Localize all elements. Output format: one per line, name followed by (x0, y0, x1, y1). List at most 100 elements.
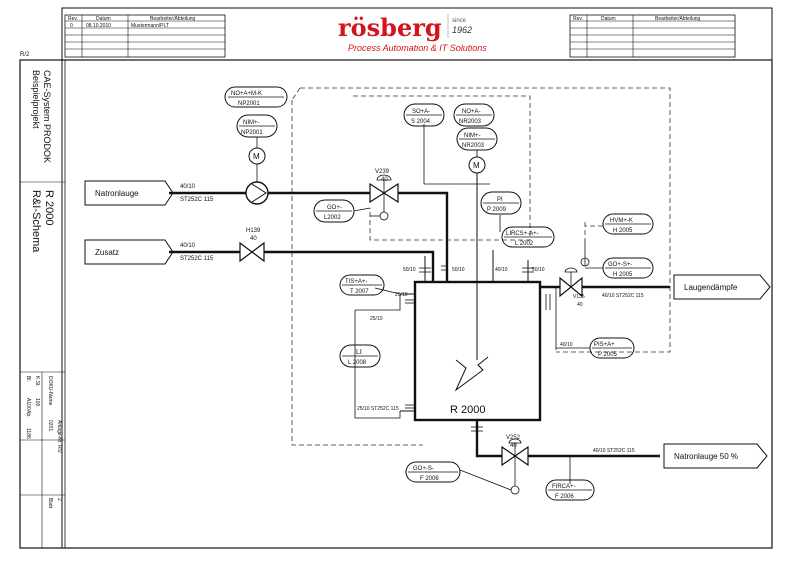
editor-col-header: Bearbeiter/Abteilung (150, 16, 196, 22)
heating-coil (454, 356, 489, 392)
pump (245, 181, 269, 205)
date-cell: 08.10.2010 (86, 23, 111, 29)
instrument-p2005: PIS+A+ P 2005 (589, 337, 635, 359)
rev-col-header: Rev. (573, 16, 583, 22)
company-logo: rösberg since 1962 Process Automation & … (338, 13, 487, 53)
svg-text:T 2007: T 2007 (350, 289, 369, 295)
svg-text:NR2003: NR2003 (459, 119, 482, 125)
instrument-h2005-hvm: HVM+-K H 2005 (602, 213, 654, 235)
logo-since: since (452, 18, 467, 24)
svg-text:40/10: 40/10 (495, 267, 508, 273)
svg-text:50/10: 50/10 (403, 267, 416, 273)
svg-text:L2002: L2002 (324, 215, 341, 221)
logo-wordmark: rösberg (338, 13, 442, 42)
svg-text:40/10: 40/10 (180, 243, 196, 249)
doc-type: R&I-Schema (30, 190, 42, 253)
svg-text:Bl.: Bl. (25, 376, 31, 382)
svg-text:NIM+-: NIM+- (464, 133, 481, 139)
svg-text:25/10: 25/10 (395, 292, 408, 298)
rev-col-header: Rev. (68, 16, 78, 22)
svg-text:40: 40 (577, 302, 583, 308)
svg-text:S 2004: S 2004 (411, 119, 431, 125)
outlet-flag-laugendaempfe (673, 274, 771, 300)
svg-text:A100: A100 (25, 398, 31, 410)
svg-text:0201: 0201 (47, 420, 53, 431)
svg-text:L 2008: L 2008 (348, 360, 367, 366)
control-valve-v135 (559, 240, 590, 298)
instrument-l2002-lircs: LIRCS+-A+- L 2002 (501, 226, 555, 248)
instrument-p2009: PI P 2009 (480, 191, 522, 215)
svg-text:V252: V252 (506, 435, 521, 441)
svg-text:GO+-S+-: GO+-S+- (608, 262, 632, 268)
inlet-flag-zusatz (84, 239, 174, 265)
instrument-f2006-go: GO+-S- F 2006 (405, 461, 461, 483)
svg-text:PI: PI (497, 197, 503, 203)
dashed-signal-outer-top (300, 87, 671, 353)
svg-text:1186: 1186 (25, 428, 31, 439)
vessel-label: R 2000 (450, 404, 485, 416)
editor-cell: Mustermann/PLT (131, 23, 169, 29)
dashed-signal-inner (353, 95, 531, 241)
svg-text:40: 40 (510, 443, 517, 449)
svg-text:LI: LI (356, 349, 362, 356)
svg-text:40: 40 (250, 236, 257, 242)
svg-text:NO+A+M-K: NO+A+M-K (231, 91, 262, 97)
system-name: CAE-System PRODOK (42, 70, 52, 163)
inlet-label-natronlauge: Natronlauge (95, 189, 139, 198)
outlet-label-natronlauge-50: Natronlauge 50 % (674, 452, 738, 461)
svg-text:NP2001: NP2001 (238, 101, 260, 107)
svg-text:NP2001: NP2001 (241, 130, 263, 136)
instrument-nim-np2001: NIM+- NP2001 (236, 114, 278, 138)
bottom-outlet-pipe (475, 420, 502, 458)
svg-text:GO+-S-: GO+-S- (413, 466, 434, 472)
svg-text:L 2002: L 2002 (515, 241, 534, 247)
svg-text:40: 40 (381, 177, 388, 183)
svg-text:P 2009: P 2009 (487, 207, 507, 213)
svg-text:PIS+A+: PIS+A+ (594, 342, 615, 348)
svg-text:40/10: 40/10 (560, 342, 573, 348)
svg-text:DOKU-Name: DOKU-Name (47, 376, 53, 406)
editor-col-header: Bearbeiter/Abteilung (655, 16, 701, 22)
svg-text:40/10 ST252C 115: 40/10 ST252C 115 (593, 448, 635, 454)
date-col-header: Datum (96, 16, 111, 22)
svg-text:40/10 ST252C 115: 40/10 ST252C 115 (602, 293, 644, 299)
svg-text:Ab.: Ab. (25, 410, 31, 418)
svg-text:M: M (253, 152, 260, 161)
svg-text:40/10: 40/10 (180, 184, 196, 190)
vessel-nozzles: 50/10 50/10 40/10 50/10 (403, 250, 545, 282)
corner-label: R/2 (20, 52, 30, 58)
revision-table-left: Rev. Datum Bearbeiter/Abteilung 0 08.10.… (64, 14, 226, 58)
svg-text:50/10: 50/10 (532, 267, 545, 273)
svg-text:P 2005: P 2005 (598, 352, 618, 358)
outlet-flag-natronlauge-50 (663, 443, 768, 469)
instrument-nr2003: NO+A- NR2003 (453, 103, 495, 127)
control-valve-v252 (501, 438, 529, 495)
svg-text:GO+-: GO+- (327, 205, 342, 211)
svg-text:2: 2 (56, 498, 62, 501)
project-name: Beispielprojekt (31, 70, 41, 129)
instrument-np2001: NO+A+M-K NP2001 (224, 86, 288, 108)
date-col-header: Datum (601, 16, 616, 22)
logo-year: 1962 (452, 25, 472, 35)
svg-text:HVM+-K: HVM+-K (610, 218, 633, 224)
drawing-frame (19, 59, 773, 549)
rev-cell: 0 (70, 23, 73, 29)
svg-text:F 2006: F 2006 (555, 494, 574, 500)
svg-text:25/10 ST252C 115: 25/10 ST252C 115 (357, 406, 399, 412)
svg-text:FIRCA+-: FIRCA+- (552, 484, 576, 490)
svg-text:NO+A-: NO+A- (462, 109, 481, 115)
svg-text:50/10: 50/10 (452, 267, 465, 273)
svg-text:ST252C 115: ST252C 115 (180, 197, 214, 203)
svg-text:ST252C 115: ST252C 115 (180, 256, 214, 262)
outlet-label-laugendaempfe: Laugendämpfe (684, 283, 738, 292)
instrument-t2007: TIS+A+- T 2007 (339, 274, 385, 296)
svg-text:K.St.: K.St. (34, 376, 40, 387)
svg-text:SO+A-: SO+A- (412, 109, 430, 115)
svg-text:R/2: R/2 (56, 445, 62, 453)
svg-text:Anlage-Nr.: Anlage-Nr. (56, 420, 62, 444)
inlet-flag-natronlauge (84, 180, 174, 206)
instrument-nim-nr2003: NIM+- NR2003 (456, 127, 498, 151)
svg-text:V239: V239 (375, 169, 390, 175)
